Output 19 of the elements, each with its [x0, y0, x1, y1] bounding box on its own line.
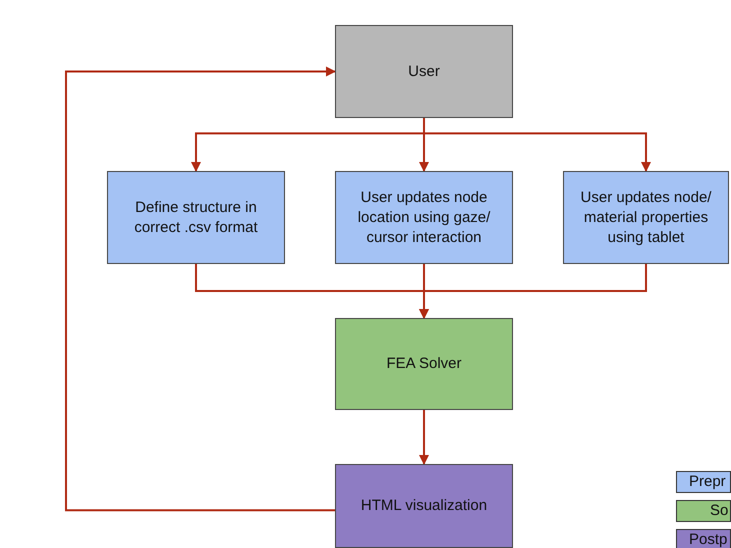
node-label: User updates node/ material properties using tablet: [580, 188, 712, 248]
node-label: HTML visualization: [360, 496, 488, 516]
arrow: [65, 66, 336, 512]
node-label: Define structure in correct .csv format: [133, 198, 259, 238]
legend-label: Prepr: [689, 472, 726, 492]
process-box: [335, 171, 513, 264]
process-box: [563, 171, 729, 264]
process-box: [335, 318, 513, 410]
process-box: [335, 464, 513, 548]
node-label: User: [408, 62, 440, 82]
process-box: [335, 25, 513, 118]
process-box: [107, 171, 285, 264]
arrow: [419, 410, 429, 465]
arrow: [419, 264, 647, 319]
node-label: User updates node location using gaze/ cursor interaction: [356, 188, 492, 248]
arrow: [423, 118, 651, 172]
node-label: FEA Solver: [386, 354, 462, 374]
legend-label: So: [710, 501, 728, 521]
legend-label: Postp: [689, 530, 728, 548]
